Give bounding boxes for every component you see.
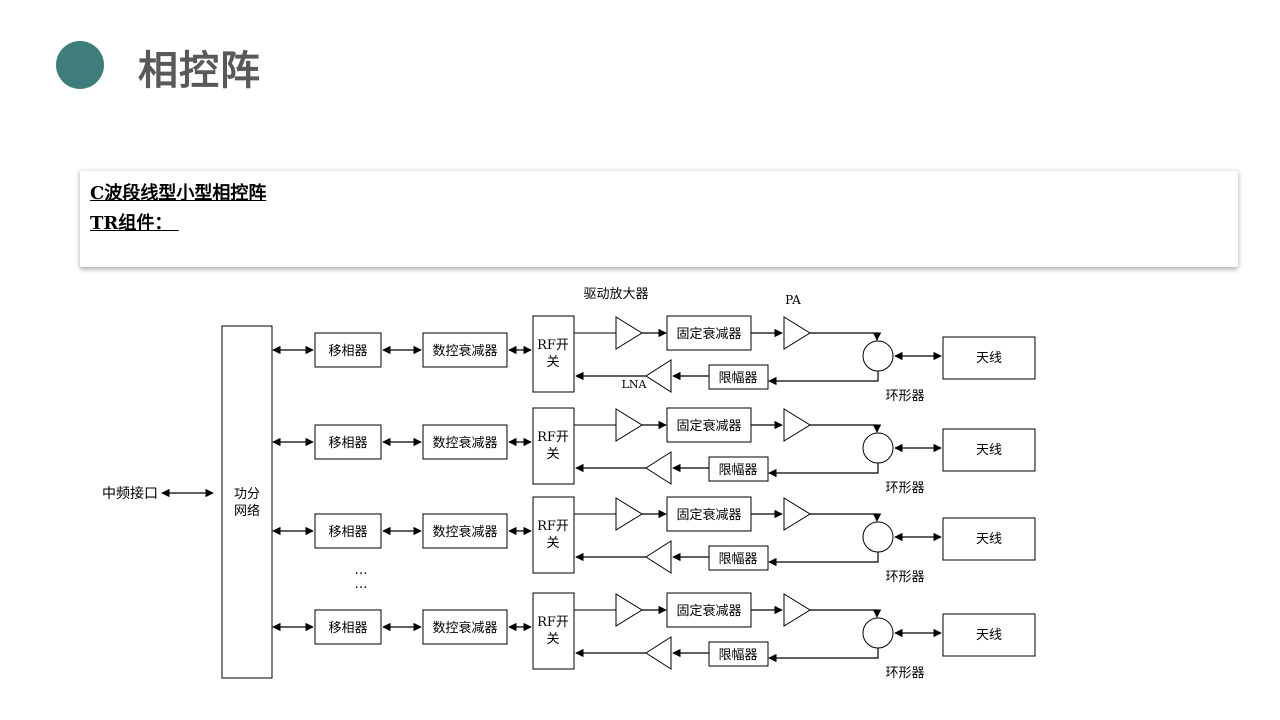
pa-label: PA [785, 293, 801, 307]
circulator-label: 环形器 [885, 389, 924, 404]
antenna-box [942, 517, 1036, 561]
antenna-label: 天线 [976, 443, 1002, 458]
fixed-attenuator-box [666, 496, 752, 532]
circulator-circle [862, 340, 894, 372]
power-divider-label-2: 网络 [234, 503, 260, 519]
power-amplifier-triangle [783, 316, 811, 350]
driver-amplifier-triangle [615, 593, 643, 627]
rf-switch-label-2: 关 [546, 536, 559, 551]
driver-amplifier-triangle [615, 408, 643, 442]
power-amplifier-triangle [783, 593, 811, 627]
if-port-label: 中频接口 [102, 485, 158, 502]
antenna-label: 天线 [976, 532, 1002, 547]
limiter-box [708, 456, 769, 482]
limiter-box [708, 545, 769, 571]
fixed-attenuator-label: 固定衰减器 [676, 418, 741, 434]
note-box: C波段线型小型相控阵 TR组件： [80, 170, 1238, 267]
rf-switch-box [532, 496, 575, 574]
tr-channel-1: 移相器 数控衰减器 RF开 关 固定衰减器 天线 环形器 限幅器 [272, 315, 1036, 404]
fixed-attenuator-label: 固定衰减器 [676, 326, 741, 342]
lna-triangle [645, 359, 672, 393]
rf-switch-box [532, 315, 575, 393]
fixed-attenuator-label: 固定衰减器 [676, 603, 741, 619]
digital-attenuator-box [422, 332, 508, 368]
lna-triangle [645, 451, 672, 485]
power-divider-network-box [221, 325, 273, 679]
limiter-box [708, 364, 769, 390]
lna-triangle [645, 540, 672, 574]
limiter-box [708, 641, 769, 667]
tr-channel-3: 移相器 数控衰减器 RF开 关 固定衰减器 天线 环形器 限幅器 [272, 496, 1036, 585]
power-amplifier-triangle [783, 408, 811, 442]
circulator-label: 环形器 [885, 570, 924, 585]
driver-amplifier-triangle [615, 497, 643, 531]
antenna-label: 天线 [976, 628, 1002, 643]
phase-shifter-label: 移相器 [328, 621, 367, 636]
note-heading: C波段线型小型相控阵 [90, 183, 267, 204]
rf-switch-label-2: 关 [546, 355, 559, 370]
circulator-label: 环形器 [885, 666, 924, 681]
tr-channel-2: 移相器 数控衰减器 RF开 关 固定衰减器 天线 环形器 限幅器 [272, 407, 1036, 496]
power-divider-label-1: 功分 [234, 487, 260, 502]
antenna-label: 天线 [976, 351, 1002, 366]
phase-shifter-box [314, 332, 382, 368]
title-bullet-dot [56, 41, 104, 89]
lna-triangle [645, 636, 672, 670]
digital-attenuator-label: 数控衰减器 [432, 435, 497, 451]
fixed-attenuator-box [666, 407, 752, 443]
page-title: 相控阵 [138, 48, 261, 94]
rf-switch-box [532, 592, 575, 670]
rf-switch-label-1: RF开 [537, 338, 569, 353]
phase-shifter-label: 移相器 [328, 525, 367, 540]
driver-amplifier-triangle [615, 316, 643, 350]
phase-shifter-label: 移相器 [328, 436, 367, 451]
digital-attenuator-label: 数控衰减器 [432, 524, 497, 540]
antenna-box [942, 613, 1036, 657]
fixed-attenuator-label: 固定衰减器 [676, 507, 741, 523]
phase-shifter-box [314, 609, 382, 645]
limiter-label: 限幅器 [718, 371, 757, 386]
digital-attenuator-box [422, 513, 508, 549]
ellipsis-2: … [355, 577, 368, 592]
digital-attenuator-box [422, 424, 508, 460]
circulator-circle [862, 521, 894, 553]
phase-shifter-box [314, 513, 382, 549]
antenna-box [942, 428, 1036, 472]
phase-shifter-box [314, 424, 382, 460]
rf-switch-label-1: RF开 [537, 615, 569, 630]
digital-attenuator-label: 数控衰减器 [432, 343, 497, 359]
power-amplifier-triangle [783, 497, 811, 531]
note-subheading: TR组件： [90, 213, 179, 234]
rf-switch-label-1: RF开 [537, 519, 569, 534]
rf-switch-label-1: RF开 [537, 430, 569, 445]
digital-attenuator-box [422, 609, 508, 645]
rf-switch-label-2: 关 [546, 632, 559, 647]
circulator-circle [862, 432, 894, 464]
rf-switch-label-2: 关 [546, 447, 559, 462]
limiter-label: 限幅器 [718, 552, 757, 567]
fixed-attenuator-box [666, 315, 752, 351]
lna-label: LNA [622, 378, 648, 391]
antenna-box [942, 336, 1036, 380]
limiter-label: 限幅器 [718, 648, 757, 663]
fixed-attenuator-box [666, 592, 752, 628]
ellipsis-1: … [355, 563, 368, 578]
tr-channel-4: 移相器 数控衰减器 RF开 关 固定衰减器 天线 环形器 限幅器 [272, 592, 1036, 681]
digital-attenuator-label: 数控衰减器 [432, 620, 497, 636]
driver-amp-label: 驱动放大器 [583, 287, 648, 302]
circulator-label: 环形器 [885, 481, 924, 496]
rf-switch-box [532, 407, 575, 485]
limiter-label: 限幅器 [718, 463, 757, 478]
circulator-circle [862, 617, 894, 649]
phase-shifter-label: 移相器 [328, 344, 367, 359]
